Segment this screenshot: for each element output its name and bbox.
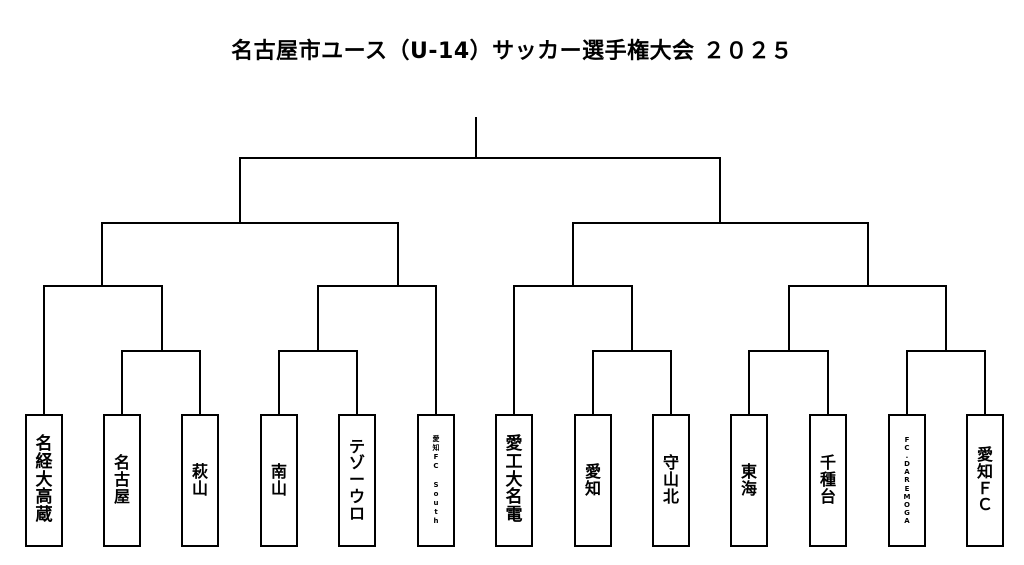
team-box: 名経大高蔵: [25, 414, 63, 547]
bracket-qf-3: [513, 285, 633, 415]
team-box: 南山: [260, 414, 298, 547]
bracket-r1-4: [748, 350, 829, 415]
bracket-r1-1: [121, 350, 201, 415]
bracket-qf-2: [317, 285, 437, 415]
bracket-r1-3: [592, 350, 672, 415]
team-box: 愛工大名電: [495, 414, 533, 547]
bracket-qf-4: [788, 285, 947, 352]
bracket-r1-2: [278, 350, 358, 415]
team-box: 千種台: [809, 414, 847, 547]
team-box: 名古屋: [103, 414, 141, 547]
bracket-final: [239, 117, 721, 224]
bracket-semi-left: [101, 222, 399, 287]
tournament-title: 名古屋市ユース（U-14）サッカー選手権大会 ２０２５: [231, 39, 793, 64]
bracket-qf-1: [43, 285, 163, 415]
team-box: テゾーウロ: [338, 414, 376, 547]
team-box: 萩山: [181, 414, 219, 547]
team-box: 愛知: [574, 414, 612, 547]
bracket-r1-5: [906, 350, 986, 415]
team-box: 東海: [730, 414, 768, 547]
team-box: 守山北: [652, 414, 690, 547]
bracket-semi-right: [572, 222, 869, 287]
